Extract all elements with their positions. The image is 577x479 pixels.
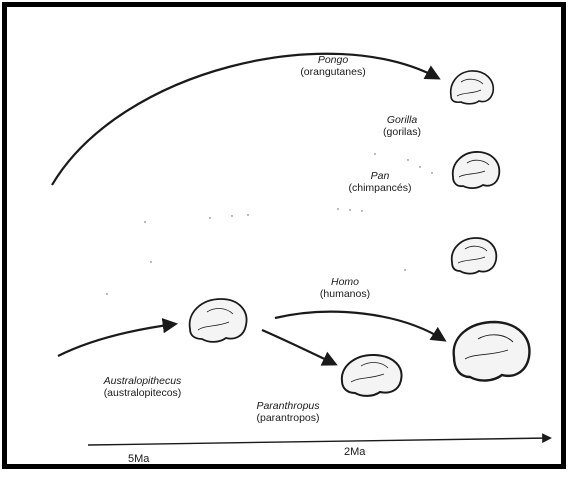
gorilla-skull-icon (452, 238, 497, 274)
gorilla-label: Gorilla (gorilas) (362, 114, 442, 138)
pongo-label: Pongo (orangutanes) (278, 54, 388, 78)
pongo-scientific-name: Pongo (278, 54, 388, 66)
paranthropus-label: Paranthropus (parantropos) (238, 400, 338, 424)
paranthropus-skull-icon (342, 355, 402, 396)
australopithecus-arrow (58, 324, 175, 356)
pongo-skull-icon (451, 71, 494, 104)
paranthropus-arrow (262, 330, 335, 364)
time-axis (88, 438, 550, 445)
pongo-common-name: (orangutanes) (278, 66, 388, 78)
pan-skull-icon (453, 152, 500, 188)
homo-skull-icon (454, 322, 530, 381)
pan-common-name: (chimpancés) (335, 182, 425, 194)
australopithecus-common-name: (australopitecos) (80, 387, 205, 399)
time-label-2ma: 2Ma (344, 446, 365, 458)
homo-label: Homo (humanos) (305, 276, 385, 300)
australopithecus-skull-icon (190, 299, 247, 342)
gorilla-common-name: (gorilas) (362, 126, 442, 138)
pan-label: Pan (chimpancés) (335, 170, 425, 194)
australopithecus-scientific-name: Australopithecus (80, 375, 205, 387)
pan-scientific-name: Pan (335, 170, 425, 182)
homo-arrow (275, 312, 444, 340)
gorilla-scientific-name: Gorilla (362, 114, 442, 126)
australopithecus-label: Australopithecus (australopitecos) (80, 375, 205, 399)
homo-scientific-name: Homo (305, 276, 385, 288)
paranthropus-common-name: (parantropos) (238, 412, 338, 424)
time-label-5ma: 5Ma (128, 453, 149, 465)
homo-common-name: (humanos) (305, 288, 385, 300)
paranthropus-scientific-name: Paranthropus (238, 400, 338, 412)
